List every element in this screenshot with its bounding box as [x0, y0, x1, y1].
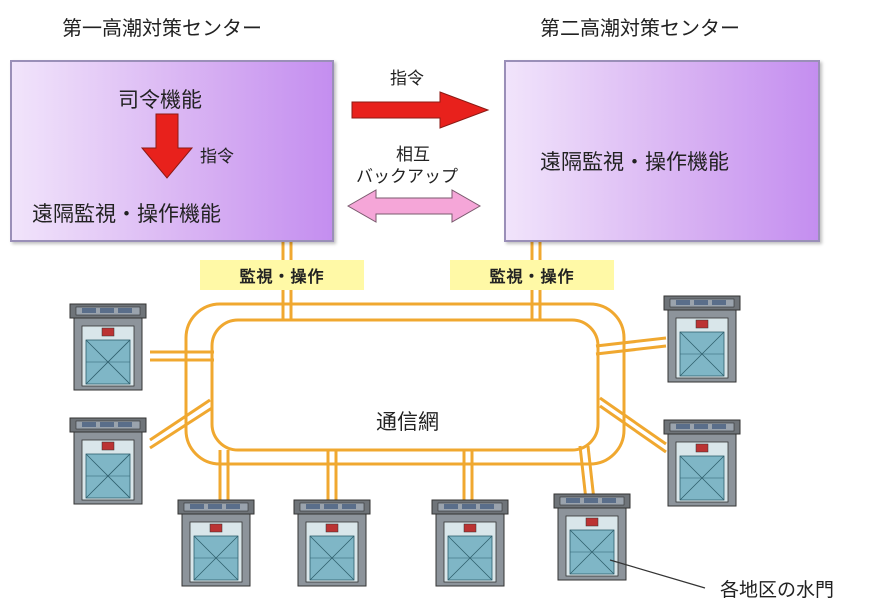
floodgate-icon [663, 295, 741, 383]
center1-title: 第一高潮対策センター [62, 16, 262, 40]
command-function-label: 司令機能 [118, 88, 202, 112]
backup-double-arrow-icon [346, 189, 482, 223]
floodgate-icon [293, 499, 371, 587]
floodgate-icon [177, 499, 255, 587]
command-arrow-icon [351, 91, 490, 129]
command-label: 指令 [390, 69, 424, 89]
center2-box [504, 60, 820, 242]
floodgates-callout-label: 各地区の水門 [720, 579, 835, 601]
internal-command-label: 指令 [200, 147, 234, 167]
floodgate-icon [553, 493, 631, 581]
floodgate-icon [431, 499, 509, 587]
floodgate-icon [663, 419, 741, 507]
backup-label-1: 相互 [396, 145, 430, 165]
center1-monitor-label: 遠隔監視・操作機能 [32, 202, 221, 226]
monitor-operate-tag-left: 監視・操作 [200, 260, 364, 290]
backup-label-2: バックアップ [356, 167, 458, 187]
floodgate-icon [69, 303, 147, 391]
monitor-operate-tag-right: 監視・操作 [450, 260, 614, 290]
center2-title: 第二高潮対策センター [540, 16, 740, 40]
center2-monitor-label: 遠隔監視・操作機能 [540, 150, 729, 174]
floodgate-icon [69, 417, 147, 505]
network-label: 通信網 [376, 410, 439, 434]
